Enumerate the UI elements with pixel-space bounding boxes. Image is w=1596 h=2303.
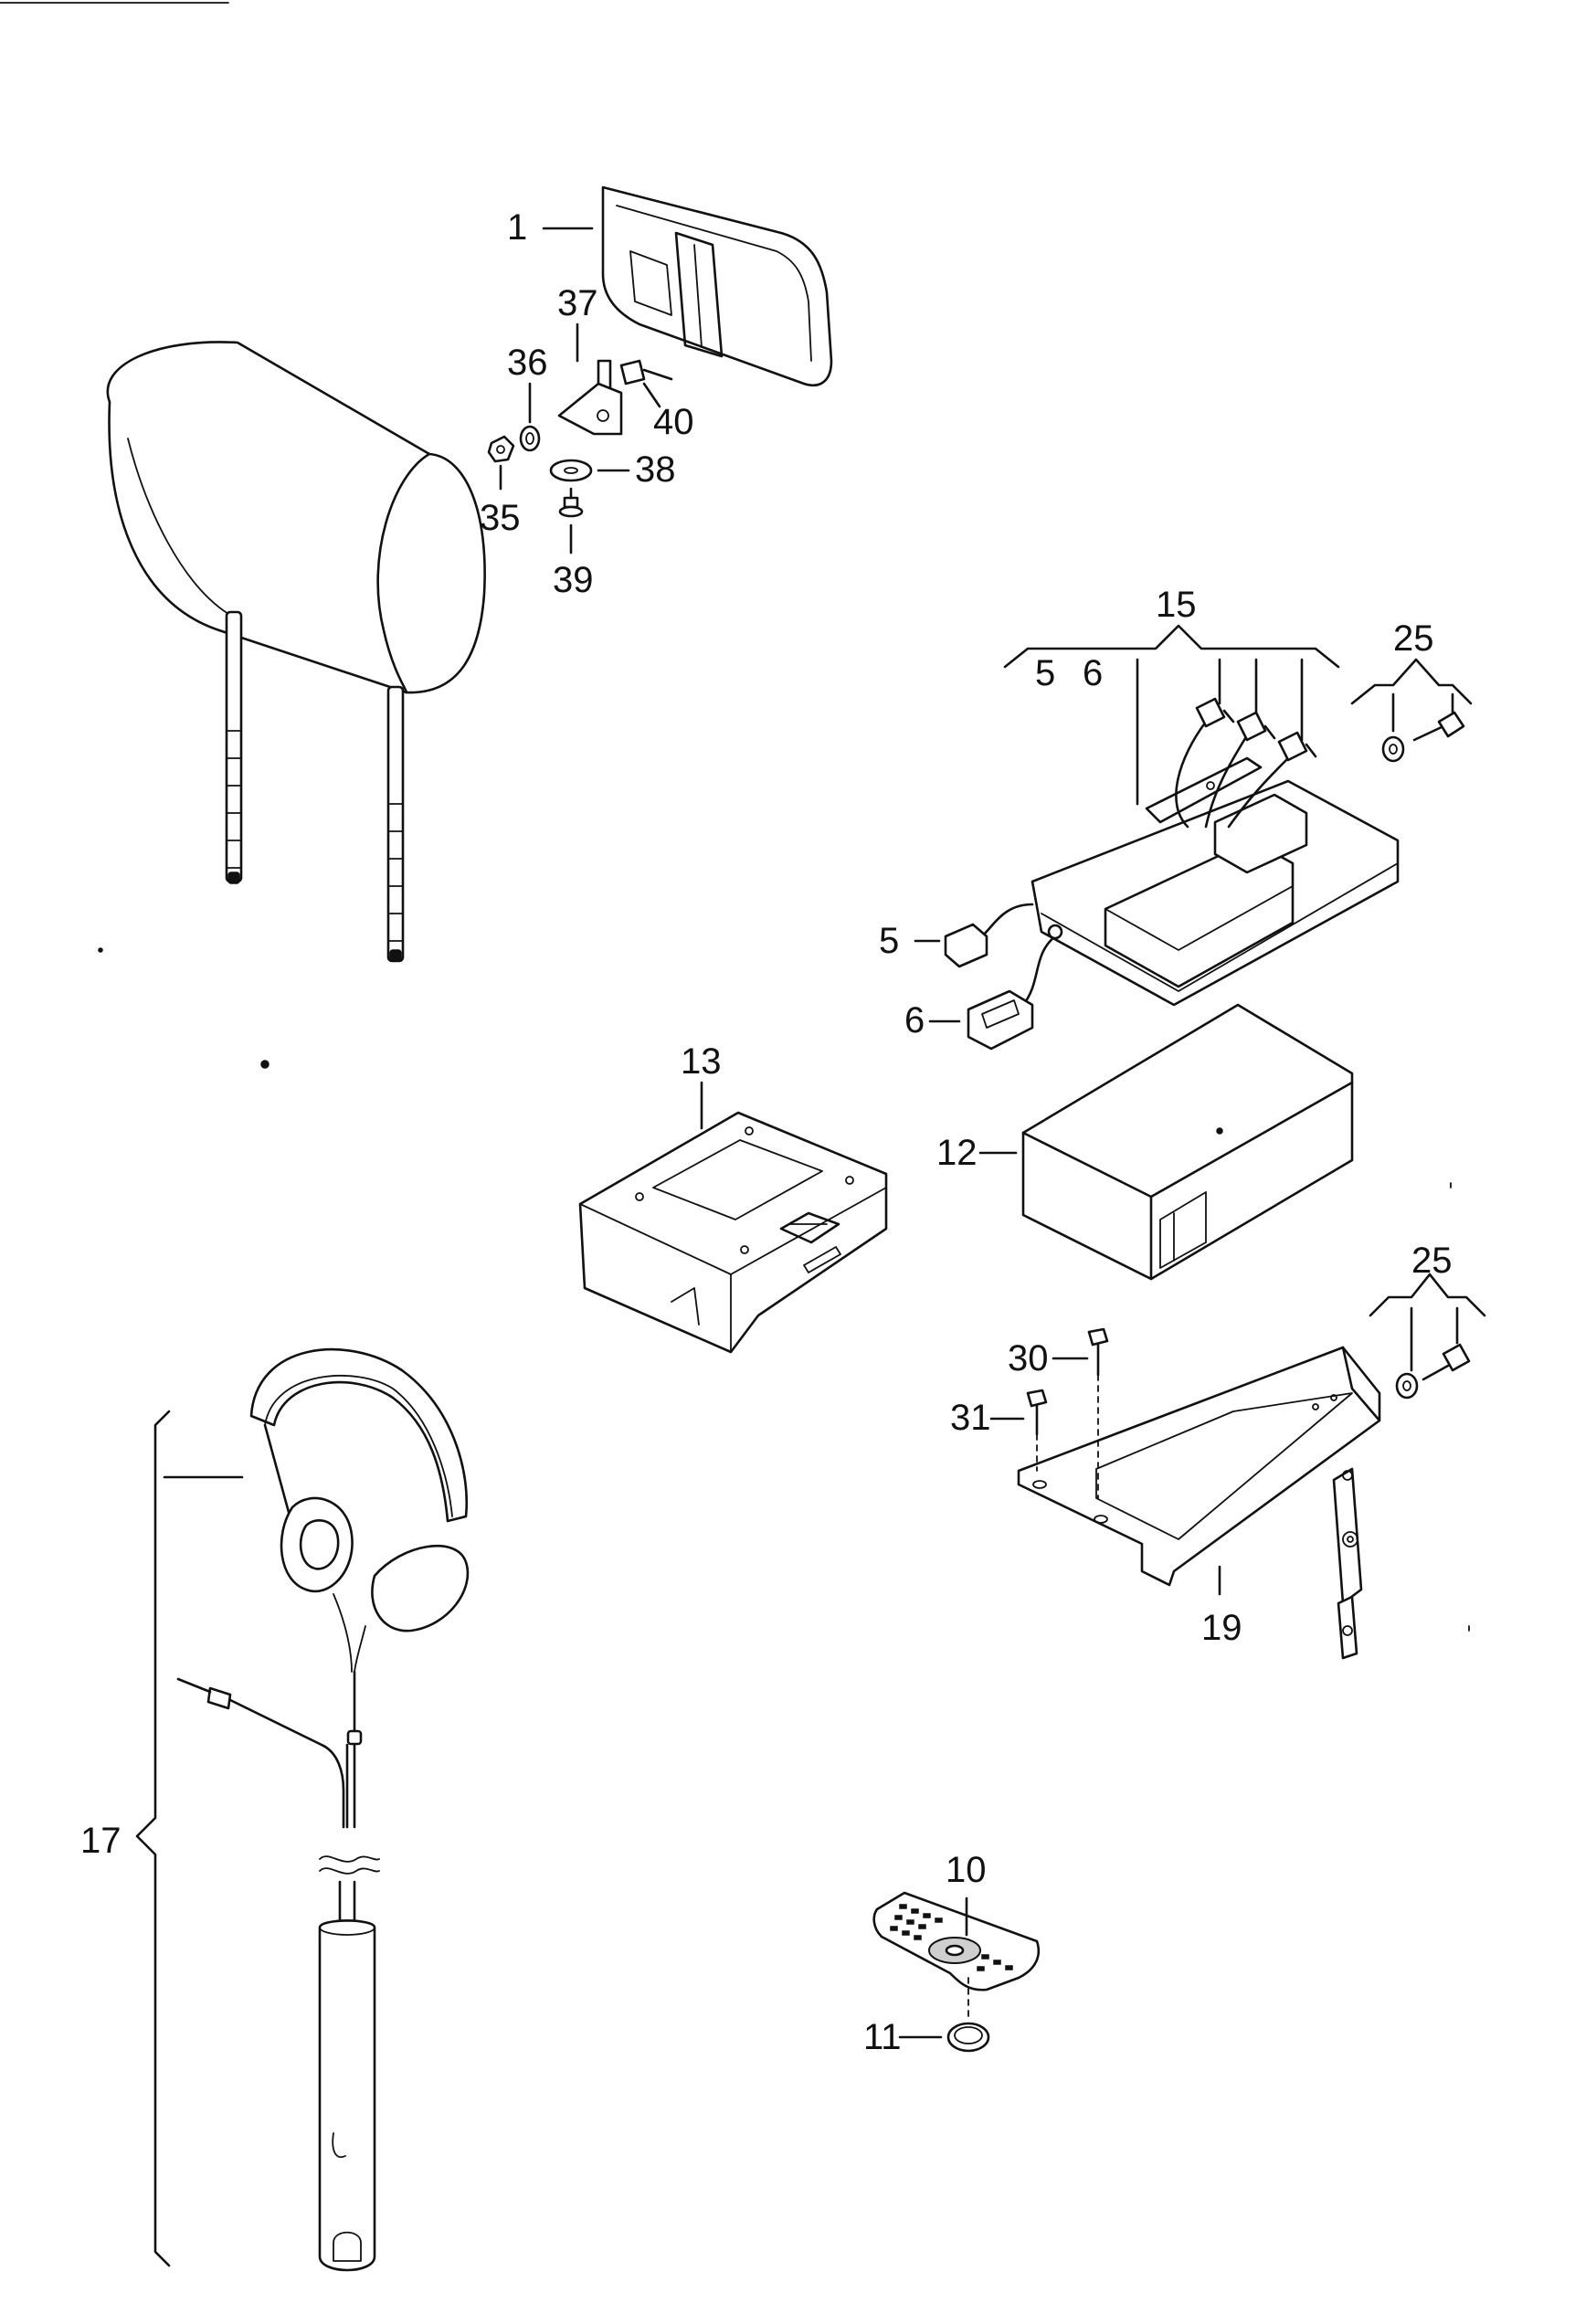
callout-35: 35 — [480, 498, 521, 538]
callout-13: 13 — [681, 1041, 722, 1082]
cd-changer-13 — [578, 1111, 888, 1354]
screw-31 — [1026, 1389, 1048, 1472]
callout-15-sub-5: 5 — [1035, 653, 1055, 693]
headrest — [106, 341, 486, 963]
brace-25-lower — [1369, 1273, 1486, 1317]
nut-35 — [487, 435, 515, 463]
bolt-25-upper — [1412, 711, 1465, 742]
callout-30: 30 — [1008, 1338, 1049, 1379]
callout-38: 38 — [635, 449, 676, 490]
callout-15-sub-6: 6 — [1083, 653, 1103, 693]
callout-25-lower: 25 — [1411, 1241, 1453, 1281]
washer-36 — [519, 425, 541, 452]
brace-17 — [135, 1410, 171, 2267]
headrest-monitor — [601, 185, 833, 387]
brace-25-upper — [1350, 658, 1473, 705]
connector-6 — [967, 924, 1063, 1051]
screw-39 — [558, 487, 584, 518]
mounting-bracket — [557, 359, 623, 436]
audio-module-tray — [1031, 756, 1400, 1007]
bolt-40 — [619, 359, 673, 386]
callout-39: 39 — [553, 560, 594, 600]
callout-6: 6 — [904, 1000, 925, 1041]
callout-5: 5 — [879, 921, 899, 961]
callout-11: 11 — [863, 2017, 902, 2057]
callout-17: 17 — [80, 1821, 122, 1861]
bolt-25-lower — [1422, 1343, 1471, 1381]
stray-dot — [260, 1060, 270, 1069]
headphones — [249, 1347, 470, 1673]
screw-30 — [1087, 1327, 1109, 1499]
callout-37: 37 — [557, 283, 598, 323]
washer-25-lower — [1395, 1372, 1419, 1400]
remote-control — [872, 1891, 1041, 1991]
callout-12: 12 — [936, 1133, 978, 1173]
leader-40 — [642, 382, 661, 408]
headphone-cable — [176, 1670, 380, 1929]
callout-10: 10 — [946, 1850, 987, 1890]
callout-19: 19 — [1201, 1608, 1242, 1648]
mounting-frame-19 — [1017, 1346, 1381, 1660]
washer-38 — [549, 459, 593, 482]
callout-1: 1 — [507, 207, 527, 248]
cable-connectors — [1175, 697, 1317, 829]
callout-36: 36 — [507, 343, 548, 383]
callout-40: 40 — [653, 402, 694, 442]
callout-25-upper: 25 — [1393, 618, 1434, 659]
stray-dot — [98, 947, 103, 953]
washer-25-upper — [1381, 735, 1405, 763]
battery-11 — [946, 1977, 990, 2053]
connector-5 — [944, 903, 1034, 968]
brace-15 — [1003, 624, 1340, 669]
headphone-battery-tube — [318, 1919, 376, 2272]
leaders-15 — [1136, 658, 1304, 806]
callout-15: 15 — [1156, 585, 1197, 625]
callout-31: 31 — [950, 1398, 991, 1438]
control-unit-12 — [1021, 1003, 1354, 1281]
